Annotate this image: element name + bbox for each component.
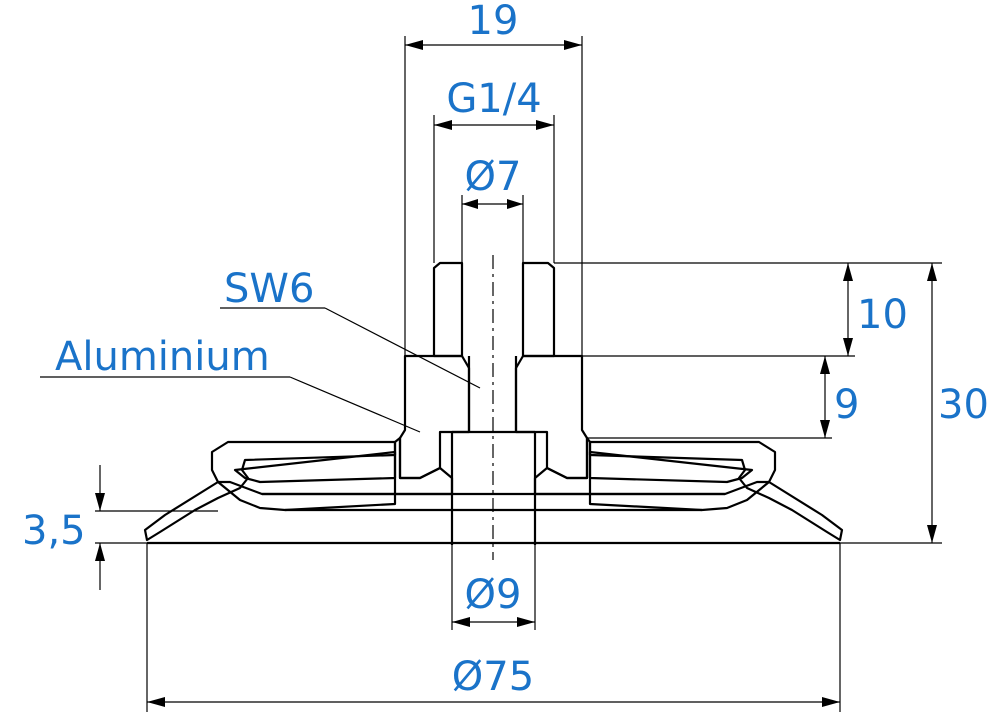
dimension-19: [405, 40, 582, 50]
leader-aluminium: [40, 376, 421, 433]
aluminium-insert: [393, 261, 592, 496]
dim-label-lip: 3,5: [22, 508, 86, 554]
dim-label-9: 9: [834, 382, 859, 428]
dim-label-bore-top: Ø7: [465, 154, 522, 200]
dimension-10: [843, 263, 853, 356]
dim-label-30: 30: [938, 382, 989, 428]
extension-lines: [95, 36, 942, 712]
dimension-d7: [462, 199, 523, 209]
dimension-g14: [434, 120, 554, 130]
dimension-9: [820, 356, 830, 438]
dim-label-diameter-total: Ø75: [452, 654, 534, 700]
dimension-d75: [147, 697, 840, 707]
dimension-d9: [452, 617, 535, 627]
label-hex: SW6: [224, 266, 314, 312]
label-material: Aluminium: [55, 334, 270, 380]
dim-label-10: 10: [857, 292, 908, 338]
dim-label-19: 19: [468, 0, 519, 44]
rubber-cup: [143, 440, 844, 542]
dim-label-bore-bottom: Ø9: [465, 572, 522, 618]
dimension-30: [927, 263, 937, 543]
dimension-3-5: [95, 465, 105, 590]
leader-sw6: [220, 307, 481, 389]
dim-label-thread: G1/4: [446, 76, 541, 122]
